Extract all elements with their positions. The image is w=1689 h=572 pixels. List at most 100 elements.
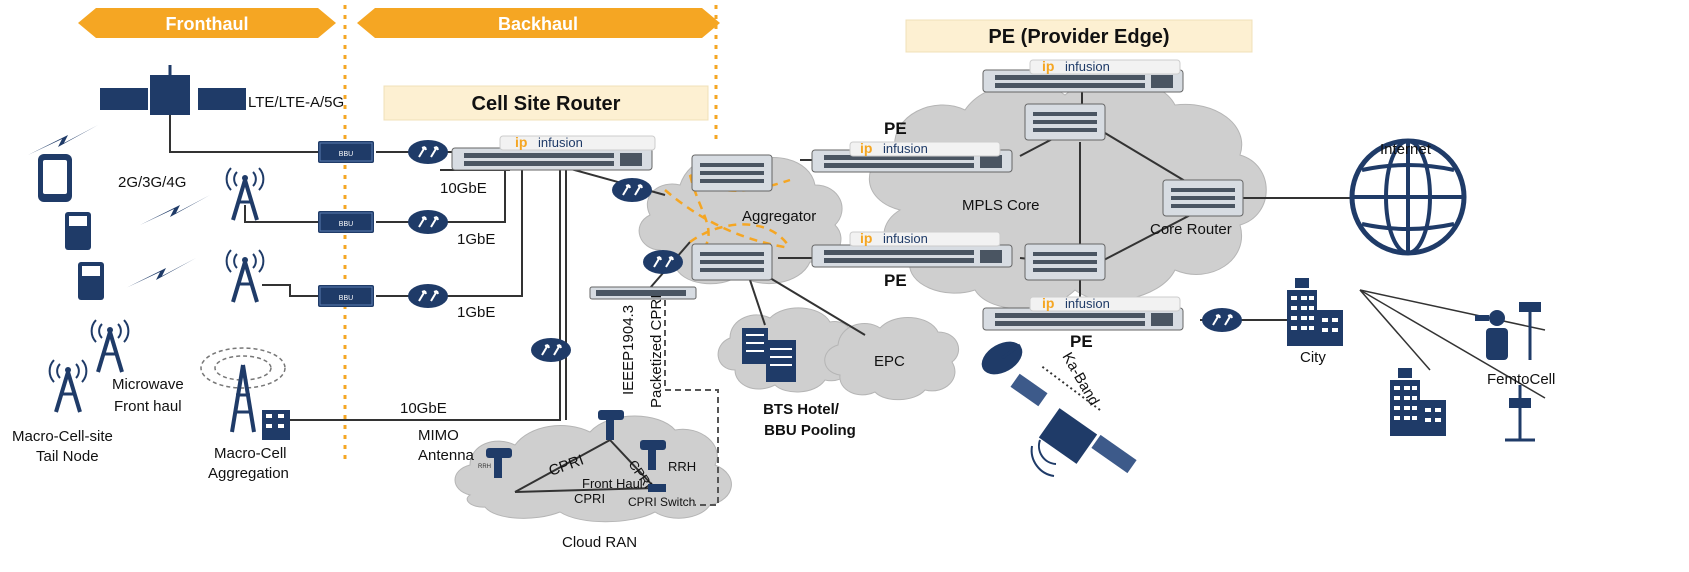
- gbe1-a-label: 1GbE: [457, 231, 495, 248]
- core-router-bottom: [1024, 243, 1106, 281]
- svg-text:BBU: BBU: [339, 221, 353, 228]
- epc-label: EPC: [874, 353, 905, 370]
- pe-box: [905, 19, 1253, 53]
- svg-text:ip: ip: [1042, 58, 1054, 74]
- cloud-ran-label: Cloud RAN: [562, 534, 637, 551]
- fronthaul-header: Fronthaul: [78, 8, 336, 38]
- svg-text:infusion: infusion: [883, 141, 928, 156]
- macro-agg-label-1: Macro-Cell: [214, 445, 287, 462]
- tablet-icon: [38, 154, 72, 202]
- cell-tower-icon: [224, 248, 266, 304]
- rrh-antenna-icon: [486, 410, 666, 478]
- cell-site-router-title: Cell Site Router: [472, 93, 621, 115]
- cell-tower-icon: [47, 358, 89, 414]
- core-router-label: Core Router: [1150, 221, 1232, 238]
- bts-label-1: BTS Hotel/: [763, 401, 840, 418]
- switch-icon: [407, 209, 449, 235]
- macro-site-label-2: Tail Node: [36, 448, 99, 465]
- core-router-top: [1024, 103, 1106, 141]
- gen234-label: 2G/3G/4G: [118, 174, 186, 191]
- building-icon: [1390, 368, 1446, 436]
- microwave-label-2: Front haul: [114, 398, 182, 415]
- svg-text:ip: ip: [860, 140, 872, 156]
- femtocell-pole-icon: [1505, 302, 1541, 442]
- bts-label-2: BBU Pooling: [764, 422, 856, 439]
- epc-cloud: [824, 316, 960, 401]
- pe-box-title: PE (Provider Edge): [988, 26, 1169, 48]
- svg-text:BBU: BBU: [339, 295, 353, 302]
- svg-text:BBU: BBU: [339, 151, 353, 158]
- fronthaul-label: Fronthaul: [166, 14, 249, 34]
- front-haul-label: Front Haul: [582, 476, 643, 491]
- mimo-label-2: Antenna: [418, 447, 475, 464]
- svg-text:infusion: infusion: [883, 231, 928, 246]
- bts-server-icon: [742, 328, 796, 382]
- aggregator-router-bottom: [691, 243, 773, 281]
- mpls-core-label: MPLS Core: [962, 197, 1040, 214]
- lte-label: LTE/LTE-A/5G: [248, 94, 344, 111]
- ieee-label: IEEEP1904.3: [620, 305, 637, 395]
- gbe10-bottom-label: 10GbE: [400, 400, 447, 417]
- city-building-icon: [1287, 278, 1343, 346]
- pe-router-right: ip infusion: [982, 295, 1184, 331]
- cell-tower-icon: [89, 318, 131, 374]
- cpri-switch-label: CPRI Switch: [628, 495, 695, 509]
- satellite-icon: [1010, 373, 1137, 477]
- phone-icon: [65, 212, 91, 250]
- switch-icon: [611, 177, 653, 203]
- macro-cell-tower-icon: [200, 347, 290, 440]
- packetized-cpri-label: Packetized CPRI: [648, 295, 665, 408]
- packet-cpri-switch: [589, 286, 697, 300]
- switch-icon: [407, 283, 449, 309]
- ip-brand: ip: [515, 134, 527, 150]
- aggregator-label: Aggregator: [742, 208, 816, 225]
- microwave-label-1: Microwave: [112, 376, 184, 393]
- wireless-bolt-icon: [140, 195, 210, 225]
- macro-site-label-1: Macro-Cell-site: [12, 428, 113, 445]
- cpri-switch-icon: [648, 484, 666, 492]
- gbe10-top-label: 10GbE: [440, 180, 487, 197]
- backhaul-label: Backhaul: [498, 14, 578, 34]
- svg-text:ip: ip: [860, 230, 872, 246]
- switch-icon: [530, 337, 572, 363]
- pe-router-provider: ip infusion: [982, 58, 1184, 93]
- internet-label: Internet: [1380, 141, 1432, 158]
- svg-text:infusion: infusion: [1065, 296, 1110, 311]
- switch-icon: [407, 139, 449, 165]
- switch-icon: [642, 249, 684, 275]
- ka-band-label: Ka-Band: [1059, 350, 1103, 409]
- wireless-bolt-icon: [28, 125, 98, 155]
- switch-icon: [1201, 307, 1243, 333]
- globe-icon: [1349, 138, 1467, 256]
- city-label: City: [1300, 349, 1326, 366]
- pe-router-mid: ip infusion: [811, 230, 1013, 268]
- lte-antenna-icon: [100, 65, 246, 115]
- pe-right-label: PE: [1070, 332, 1093, 351]
- macro-agg-label-2: Aggregation: [208, 465, 289, 482]
- phone-icon: [78, 262, 104, 300]
- wireless-bolt-icon: [126, 258, 196, 288]
- cpri-bottom-label: CPRI: [574, 491, 605, 506]
- cell-site-router-box: [383, 85, 709, 121]
- person-icon: [1475, 310, 1508, 360]
- pe-mid-label: PE: [884, 271, 907, 290]
- infusion-brand: infusion: [538, 135, 583, 150]
- rrh-label: RRH: [668, 459, 696, 474]
- svg-text:infusion: infusion: [1065, 59, 1110, 74]
- backhaul-header: Backhaul: [357, 8, 720, 38]
- core-router: [1162, 179, 1244, 217]
- rrh-small-label: RRH: [478, 464, 491, 470]
- aggregator-cloud: [638, 156, 843, 285]
- bbu-unit-2: BBU: [317, 210, 375, 234]
- mimo-label-1: MIMO: [418, 427, 459, 444]
- cell-site-router: ip infusion: [451, 134, 656, 171]
- bbu-unit-3: BBU: [317, 284, 375, 308]
- femtocell-label: FemtoCell: [1487, 371, 1555, 388]
- svg-text:ip: ip: [1042, 295, 1054, 311]
- bbu-unit-1: BBU: [317, 140, 375, 164]
- aggregator-router-top: [691, 154, 773, 192]
- gbe1-b-label: 1GbE: [457, 304, 495, 321]
- pe-router-top: ip infusion: [811, 140, 1013, 173]
- satellite-dish-icon: [981, 341, 1023, 375]
